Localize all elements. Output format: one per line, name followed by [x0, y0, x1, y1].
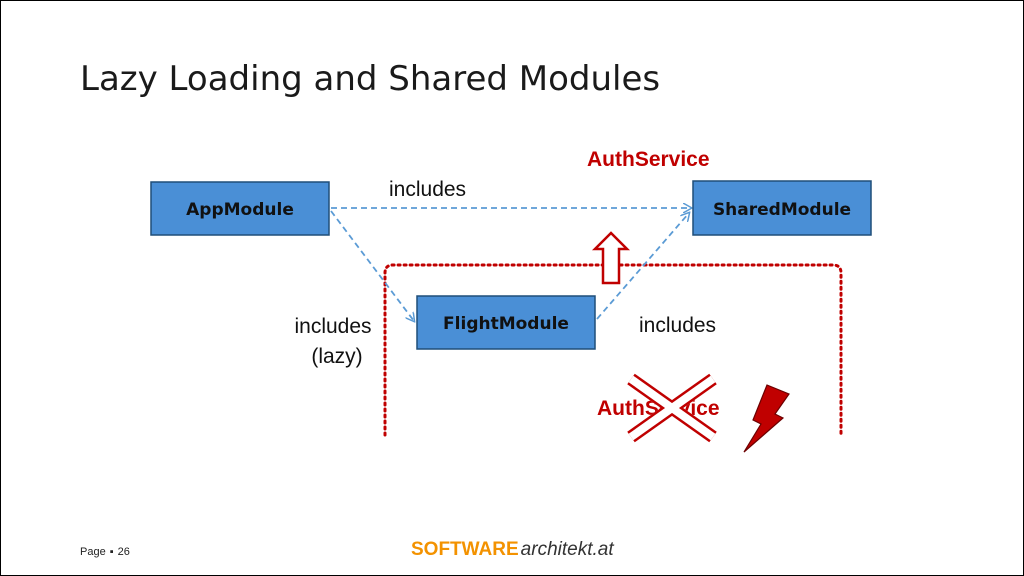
flight-module-label: FlightModule	[443, 314, 569, 334]
label-app-to-shared: includes	[389, 178, 466, 201]
arrow-app-to-flight	[330, 210, 414, 321]
up-arrow-icon	[591, 231, 631, 285]
brand-part-software: SOFTWARE	[411, 539, 519, 560]
lightning-bolt-icon	[743, 384, 790, 453]
page-number-value: 26	[117, 546, 130, 558]
app-module-node: AppModule	[150, 181, 330, 236]
auth-service-top: AuthService	[587, 148, 710, 171]
flight-module-node: FlightModule	[416, 295, 596, 350]
page-number: Page▪26	[80, 546, 130, 558]
shared-module-label: SharedModule	[713, 200, 851, 220]
label-flight-to-shared: includes	[639, 314, 716, 337]
brand-part-domain: architekt.at	[520, 539, 614, 560]
slide-title: Lazy Loading and Shared Modules	[80, 59, 661, 99]
arrow-flight-to-shared	[596, 213, 689, 320]
shared-module-node: SharedModule	[692, 180, 872, 236]
label-app-to-flight-line1: includes	[294, 315, 371, 338]
label-app-to-flight-line2: (lazy)	[311, 345, 362, 368]
app-module-label: AppModule	[186, 200, 294, 220]
cross-out-icon	[627, 373, 717, 443]
page-separator: ▪	[109, 546, 114, 558]
page-label: Page	[80, 546, 106, 558]
